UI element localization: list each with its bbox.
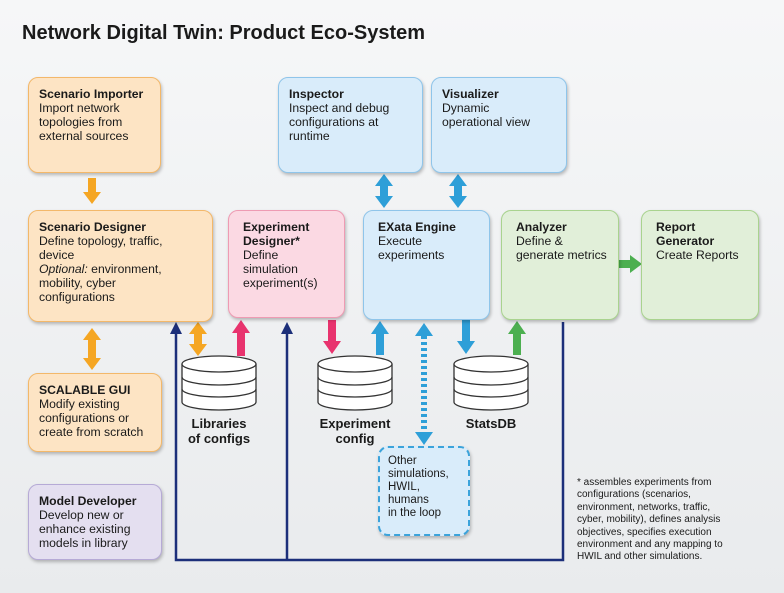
scenario-designer-optional-text: environment, mobility, cyber configurati… (39, 262, 162, 304)
model-developer-body: Develop new or enhance existing models i… (39, 508, 131, 550)
exata-engine-body: Execute experiments (378, 234, 445, 262)
arrow-exata-othersims (415, 323, 433, 445)
scalable-gui-box: SCALABLE GUI Modify existing configurati… (28, 373, 162, 452)
scenario-importer-heading: Scenario Importer (39, 87, 144, 101)
experiment-designer-box: Experiment Designer* Define simulation e… (228, 210, 345, 318)
arrow-analyzer-report (618, 255, 642, 273)
report-generator-heading: Report Generator (656, 220, 715, 248)
footnote: * assembles experiments from configurati… (577, 477, 723, 563)
scenario-importer-body: Import network topologies from external … (39, 101, 129, 143)
visualizer-heading: Visualizer (442, 87, 499, 101)
report-generator-box: Report Generator Create Reports (641, 210, 759, 320)
scalable-gui-heading: SCALABLE GUI (39, 383, 131, 397)
scenario-importer-box: Scenario Importer Import network topolog… (28, 77, 161, 173)
libraries-label: Libraries of configs (187, 416, 251, 446)
model-developer-box: Model Developer Develop new or enhance e… (28, 484, 162, 560)
statsdb-label: StatsDB (465, 416, 517, 431)
analyzer-box: Analyzer Define & generate metrics (501, 210, 619, 320)
inspector-heading: Inspector (289, 87, 344, 101)
navy-arrowhead-mid (281, 322, 293, 334)
arrow-designer-gui (83, 328, 101, 370)
database-libraries (181, 355, 257, 411)
arrow-statsdb-analyzer (508, 321, 526, 355)
scalable-gui-body: Modify existing configurations or create… (39, 397, 144, 439)
navy-arrowhead-left (170, 322, 182, 334)
arrow-exata-statsdb (457, 320, 475, 354)
experiment-config-label: Experiment config (319, 416, 391, 446)
other-simulations-body: Other simulations, HWIL, humans in the l… (388, 455, 449, 519)
analyzer-heading: Analyzer (516, 220, 567, 234)
inspector-box: Inspector Inspect and debug configuratio… (278, 77, 423, 173)
experiment-designer-body: Define simulation experiment(s) (243, 248, 318, 290)
scenario-designer-box: Scenario Designer Define topology, traff… (28, 210, 213, 322)
database-statsdb (453, 355, 529, 411)
scenario-designer-heading: Scenario Designer (39, 220, 147, 234)
scenario-designer-body: Define topology, traffic, device (39, 234, 163, 262)
database-experiment-config (317, 355, 393, 411)
arrow-config-exata (371, 321, 389, 355)
arrow-libraries-expdesigner (232, 320, 250, 356)
scenario-designer-optional-label: Optional: (39, 262, 88, 276)
model-developer-heading: Model Developer (39, 494, 137, 508)
analyzer-body: Define & generate metrics (516, 234, 607, 262)
inspector-body: Inspect and debug configurations at runt… (289, 101, 390, 143)
navy-bus-line (174, 322, 565, 562)
arrow-expdesigner-config (323, 320, 341, 354)
visualizer-body: Dynamic operational view (442, 101, 531, 129)
arrow-visualizer-exata (449, 174, 467, 208)
exata-engine-heading: EXata Engine (378, 220, 456, 234)
other-simulations-box: Other simulations, HWIL, humans in the l… (378, 446, 470, 536)
arrow-designer-libraries (189, 322, 207, 356)
diagram-title: Network Digital Twin: Product Eco-System (22, 22, 426, 44)
exata-engine-box: EXata Engine Execute experiments (363, 210, 490, 320)
visualizer-box: Visualizer Dynamic operational view (431, 77, 567, 173)
arrow-inspector-exata (375, 174, 393, 208)
experiment-designer-heading: Experiment Designer* (243, 220, 310, 248)
arrow-importer-designer (83, 178, 101, 204)
report-generator-body: Create Reports (656, 248, 739, 262)
